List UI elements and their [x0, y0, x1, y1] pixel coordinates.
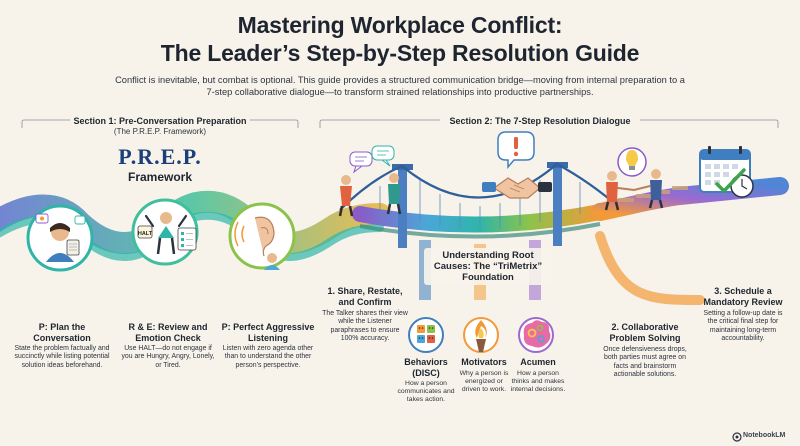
dialogue-step-2-desc: Once defensiveness drops, both parties m… [603, 346, 687, 378]
torch-icon [463, 317, 499, 353]
talking-people-icon [338, 145, 402, 217]
trimetrix-motivators: Motivators Why a person is energized or … [455, 357, 513, 394]
trimetrix-acumen-desc: How a person thinks and makes internal d… [510, 369, 566, 393]
halt-check-icon: HALT [131, 198, 199, 266]
trimetrix-behaviors-desc: How a person communicates and takes acti… [397, 380, 455, 404]
prep-step-plan-title: P: Plan the Conversation [33, 322, 91, 343]
prep-step-listening: P: Perfect Aggressive Listening Listen w… [218, 322, 318, 370]
prep-step-plan-desc: State the problem factually and succinct… [14, 345, 110, 369]
lightbulb-icon [617, 147, 647, 177]
trimetrix-acumen-title: Acumen [520, 357, 556, 367]
rising-stair-path [591, 177, 789, 305]
listening-ear-icon [228, 202, 296, 270]
agreement-people-icon [604, 169, 664, 211]
section1-heading: Section 1: Pre-Conversation Preparation [73, 116, 247, 126]
trimetrix-acumen: Acumen How a person thinks and makes int… [510, 357, 566, 394]
brain-gears-icon [518, 317, 554, 353]
planning-person-icon [26, 204, 94, 272]
prep-step-review-desc: Use HALT—do not engage if you are Hungry… [121, 345, 215, 369]
section1-subheading: (The P.R.E.P. Framework) [113, 127, 207, 136]
footer-brand: NotebookLM [743, 432, 786, 439]
prep-step-listening-title: P: Perfect Aggressive Listening [221, 322, 315, 343]
trimetrix-motivators-title: Motivators [461, 357, 507, 367]
section2-bracket [319, 119, 779, 128]
prep-step-review-title: R & E: Review and Emotion Check [128, 322, 208, 343]
calendar-check-icon [699, 146, 754, 198]
prep-step-listening-desc: Listen with zero agenda other than to un… [222, 345, 314, 369]
behavior-faces-icon [408, 317, 444, 353]
prep-framework-label: Framework [127, 170, 193, 184]
notebooklm-logo-icon [732, 432, 742, 442]
dialogue-step-2: 2. Collaborative Problem Solving Once de… [598, 322, 692, 379]
halt-badge: HALT [138, 231, 153, 237]
trimetrix-behaviors-title: Behaviors (DISC) [404, 357, 448, 378]
exclamation-bubble-icon [497, 131, 535, 170]
subtitle: Conflict is inevitable, but combat is op… [115, 75, 685, 97]
prep-title: P.R.E.P. [118, 144, 202, 169]
trimetrix-motivators-desc: Why a person is energized or driven to w… [459, 369, 509, 393]
prep-step-review: R & E: Review and Emotion Check Use HALT… [118, 322, 218, 370]
title-line-2: The Leader’s Step-by-Step Resolution Gui… [160, 40, 640, 66]
title-line-1: Mastering Workplace Conflict: [237, 12, 563, 38]
dialogue-step-1: 1. Share, Restate, and Confirm The Talke… [322, 286, 408, 343]
dialogue-step-1-desc: The Talker shares their view while the L… [322, 310, 408, 342]
dialogue-step-2-title: 2. Collaborative Problem Solving [609, 322, 681, 343]
handshake-icon [482, 177, 552, 199]
dialogue-step-1-title: 1. Share, Restate, and Confirm [327, 286, 403, 307]
trimetrix-foundation-label: Understanding Root Causes: The “TriMetri… [424, 248, 552, 285]
dialogue-step-3-title: 3. Schedule a Mandatory Review [703, 286, 783, 307]
dialogue-step-3: 3. Schedule a Mandatory Review Setting a… [698, 286, 788, 343]
dialogue-step-3-desc: Setting a follow-up date is the critical… [703, 310, 783, 342]
section1-bracket [21, 119, 299, 128]
prep-step-plan: P: Plan the Conversation State the probl… [12, 322, 112, 370]
section2-heading: Section 2: The 7-Step Resolution Dialogu… [449, 116, 631, 126]
trimetrix-behaviors: Behaviors (DISC) How a person communicat… [396, 357, 456, 405]
